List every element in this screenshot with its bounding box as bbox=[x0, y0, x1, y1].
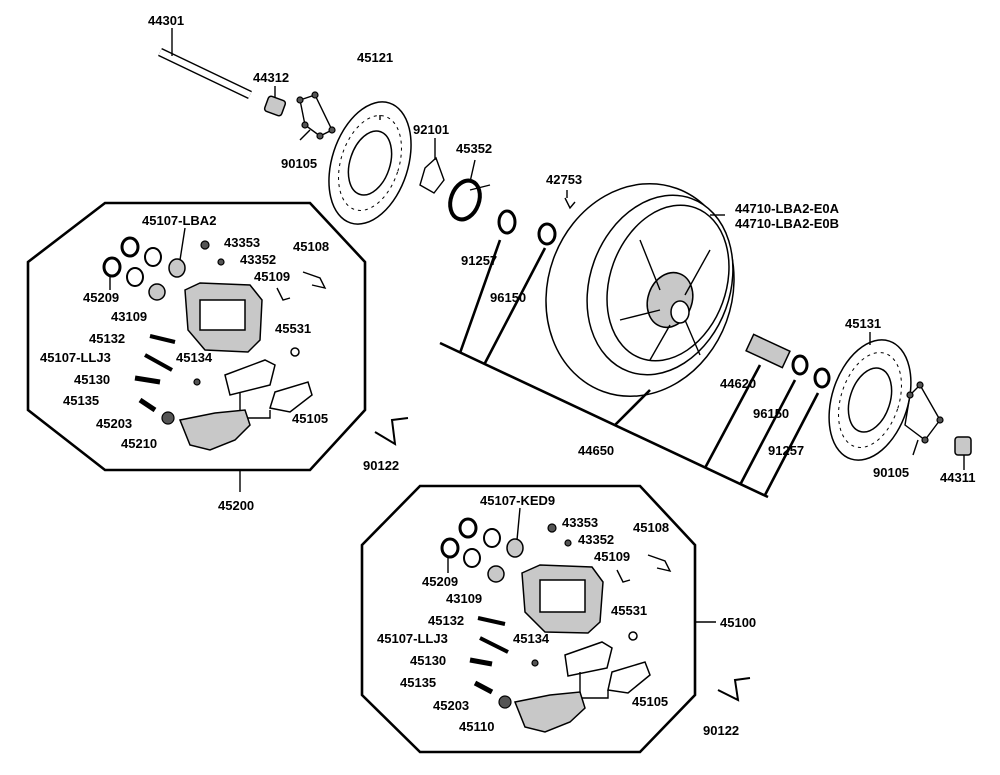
label-left-45531: 45531 bbox=[275, 321, 311, 336]
label-left-45109: 45109 bbox=[254, 269, 290, 284]
label-left-43352: 43352 bbox=[240, 252, 276, 267]
label-left-45134: 45134 bbox=[176, 350, 213, 365]
label-right-45107: 45107-KED9 bbox=[480, 493, 555, 508]
label-44650: 44650 bbox=[578, 443, 614, 458]
bolt-90122-left bbox=[374, 417, 409, 446]
disc-bolts-right bbox=[904, 381, 944, 444]
bearing-91257-right bbox=[813, 367, 831, 389]
brake-disc-left bbox=[328, 101, 412, 225]
label-left-45203: 45203 bbox=[96, 416, 132, 431]
label-left-45132: 45132 bbox=[89, 331, 125, 346]
label-left-45108: 45108 bbox=[293, 239, 329, 254]
label-right-45134: 45134 bbox=[513, 631, 550, 646]
disc-bolts-left bbox=[296, 91, 336, 140]
label-91257-right: 91257 bbox=[768, 443, 804, 458]
label-96150-right: 96150 bbox=[753, 406, 789, 421]
assembly-bracket-44650 bbox=[439, 239, 820, 499]
label-42753: 42753 bbox=[546, 172, 582, 187]
label-right-43353: 43353 bbox=[562, 515, 598, 530]
label-left-45210: 45210 bbox=[121, 436, 157, 451]
label-left-45130: 45130 bbox=[74, 372, 110, 387]
axle-shaft bbox=[158, 40, 252, 100]
caliper-group-45100 bbox=[360, 484, 716, 754]
label-left-45209: 45209 bbox=[83, 290, 119, 305]
label-right-45531: 45531 bbox=[611, 603, 647, 618]
label-44311: 44311 bbox=[940, 470, 975, 485]
label-45100: 45100 bbox=[720, 615, 756, 630]
label-right-45130: 45130 bbox=[410, 653, 446, 668]
bolt-90122-right bbox=[717, 677, 751, 702]
label-right-45132: 45132 bbox=[428, 613, 464, 628]
spacer-left bbox=[263, 95, 287, 117]
label-45121: 45121 bbox=[357, 50, 393, 65]
label-left-43353: 43353 bbox=[224, 235, 260, 250]
label-44312: 44312 bbox=[253, 70, 289, 85]
label-right-45135: 45135 bbox=[400, 675, 436, 690]
bearing-91257-left bbox=[497, 209, 517, 235]
spacer-44620 bbox=[745, 333, 791, 369]
label-90105-right: 90105 bbox=[873, 465, 909, 480]
brake-disc-right bbox=[828, 339, 912, 461]
retaining-clip bbox=[419, 156, 445, 194]
caliper-group-45200 bbox=[26, 201, 367, 492]
wheel-rim bbox=[545, 182, 735, 398]
label-right-45110: 45110 bbox=[459, 719, 494, 734]
label-right-45209: 45209 bbox=[422, 574, 458, 589]
label-right-43109: 43109 bbox=[446, 591, 482, 606]
label-90122-left: 90122 bbox=[363, 458, 399, 473]
bearing-96150-right bbox=[791, 354, 809, 376]
label-91257-left: 91257 bbox=[461, 253, 497, 268]
label-right-45107-llj3: 45107-LLJ3 bbox=[377, 631, 448, 646]
leader-lines bbox=[171, 28, 965, 470]
label-left-45135: 45135 bbox=[63, 393, 99, 408]
label-left-45107: 45107-LBA2 bbox=[142, 213, 216, 228]
speedometer-gear bbox=[448, 178, 491, 222]
label-left-43109: 43109 bbox=[111, 309, 147, 324]
label-right-45109: 45109 bbox=[594, 549, 630, 564]
valve-part bbox=[564, 197, 576, 210]
label-44710-e0a: 44710-LBA2-E0A bbox=[735, 201, 840, 216]
label-44620: 44620 bbox=[720, 376, 756, 391]
bearing-96150-left bbox=[537, 222, 557, 246]
label-92101: 92101 bbox=[413, 122, 449, 137]
spacer-right bbox=[954, 436, 972, 456]
label-left-45107-llj3: 45107-LLJ3 bbox=[40, 350, 111, 365]
label-45352: 45352 bbox=[456, 141, 492, 156]
label-left-45105: 45105 bbox=[292, 411, 328, 426]
label-44710-e0b: 44710-LBA2-E0B bbox=[735, 216, 839, 231]
label-right-45105: 45105 bbox=[632, 694, 668, 709]
part-labels: 44301 44312 45121 90105 92101 45352 4275… bbox=[40, 13, 975, 738]
label-45131: 45131 bbox=[845, 316, 881, 331]
label-right-45203: 45203 bbox=[433, 698, 469, 713]
label-96150-left: 96150 bbox=[490, 290, 526, 305]
label-right-43352: 43352 bbox=[578, 532, 614, 547]
label-44301: 44301 bbox=[148, 13, 184, 28]
label-90105-left: 90105 bbox=[281, 156, 317, 171]
label-45200: 45200 bbox=[218, 498, 254, 513]
label-90122-right: 90122 bbox=[703, 723, 739, 738]
label-right-45108: 45108 bbox=[633, 520, 669, 535]
